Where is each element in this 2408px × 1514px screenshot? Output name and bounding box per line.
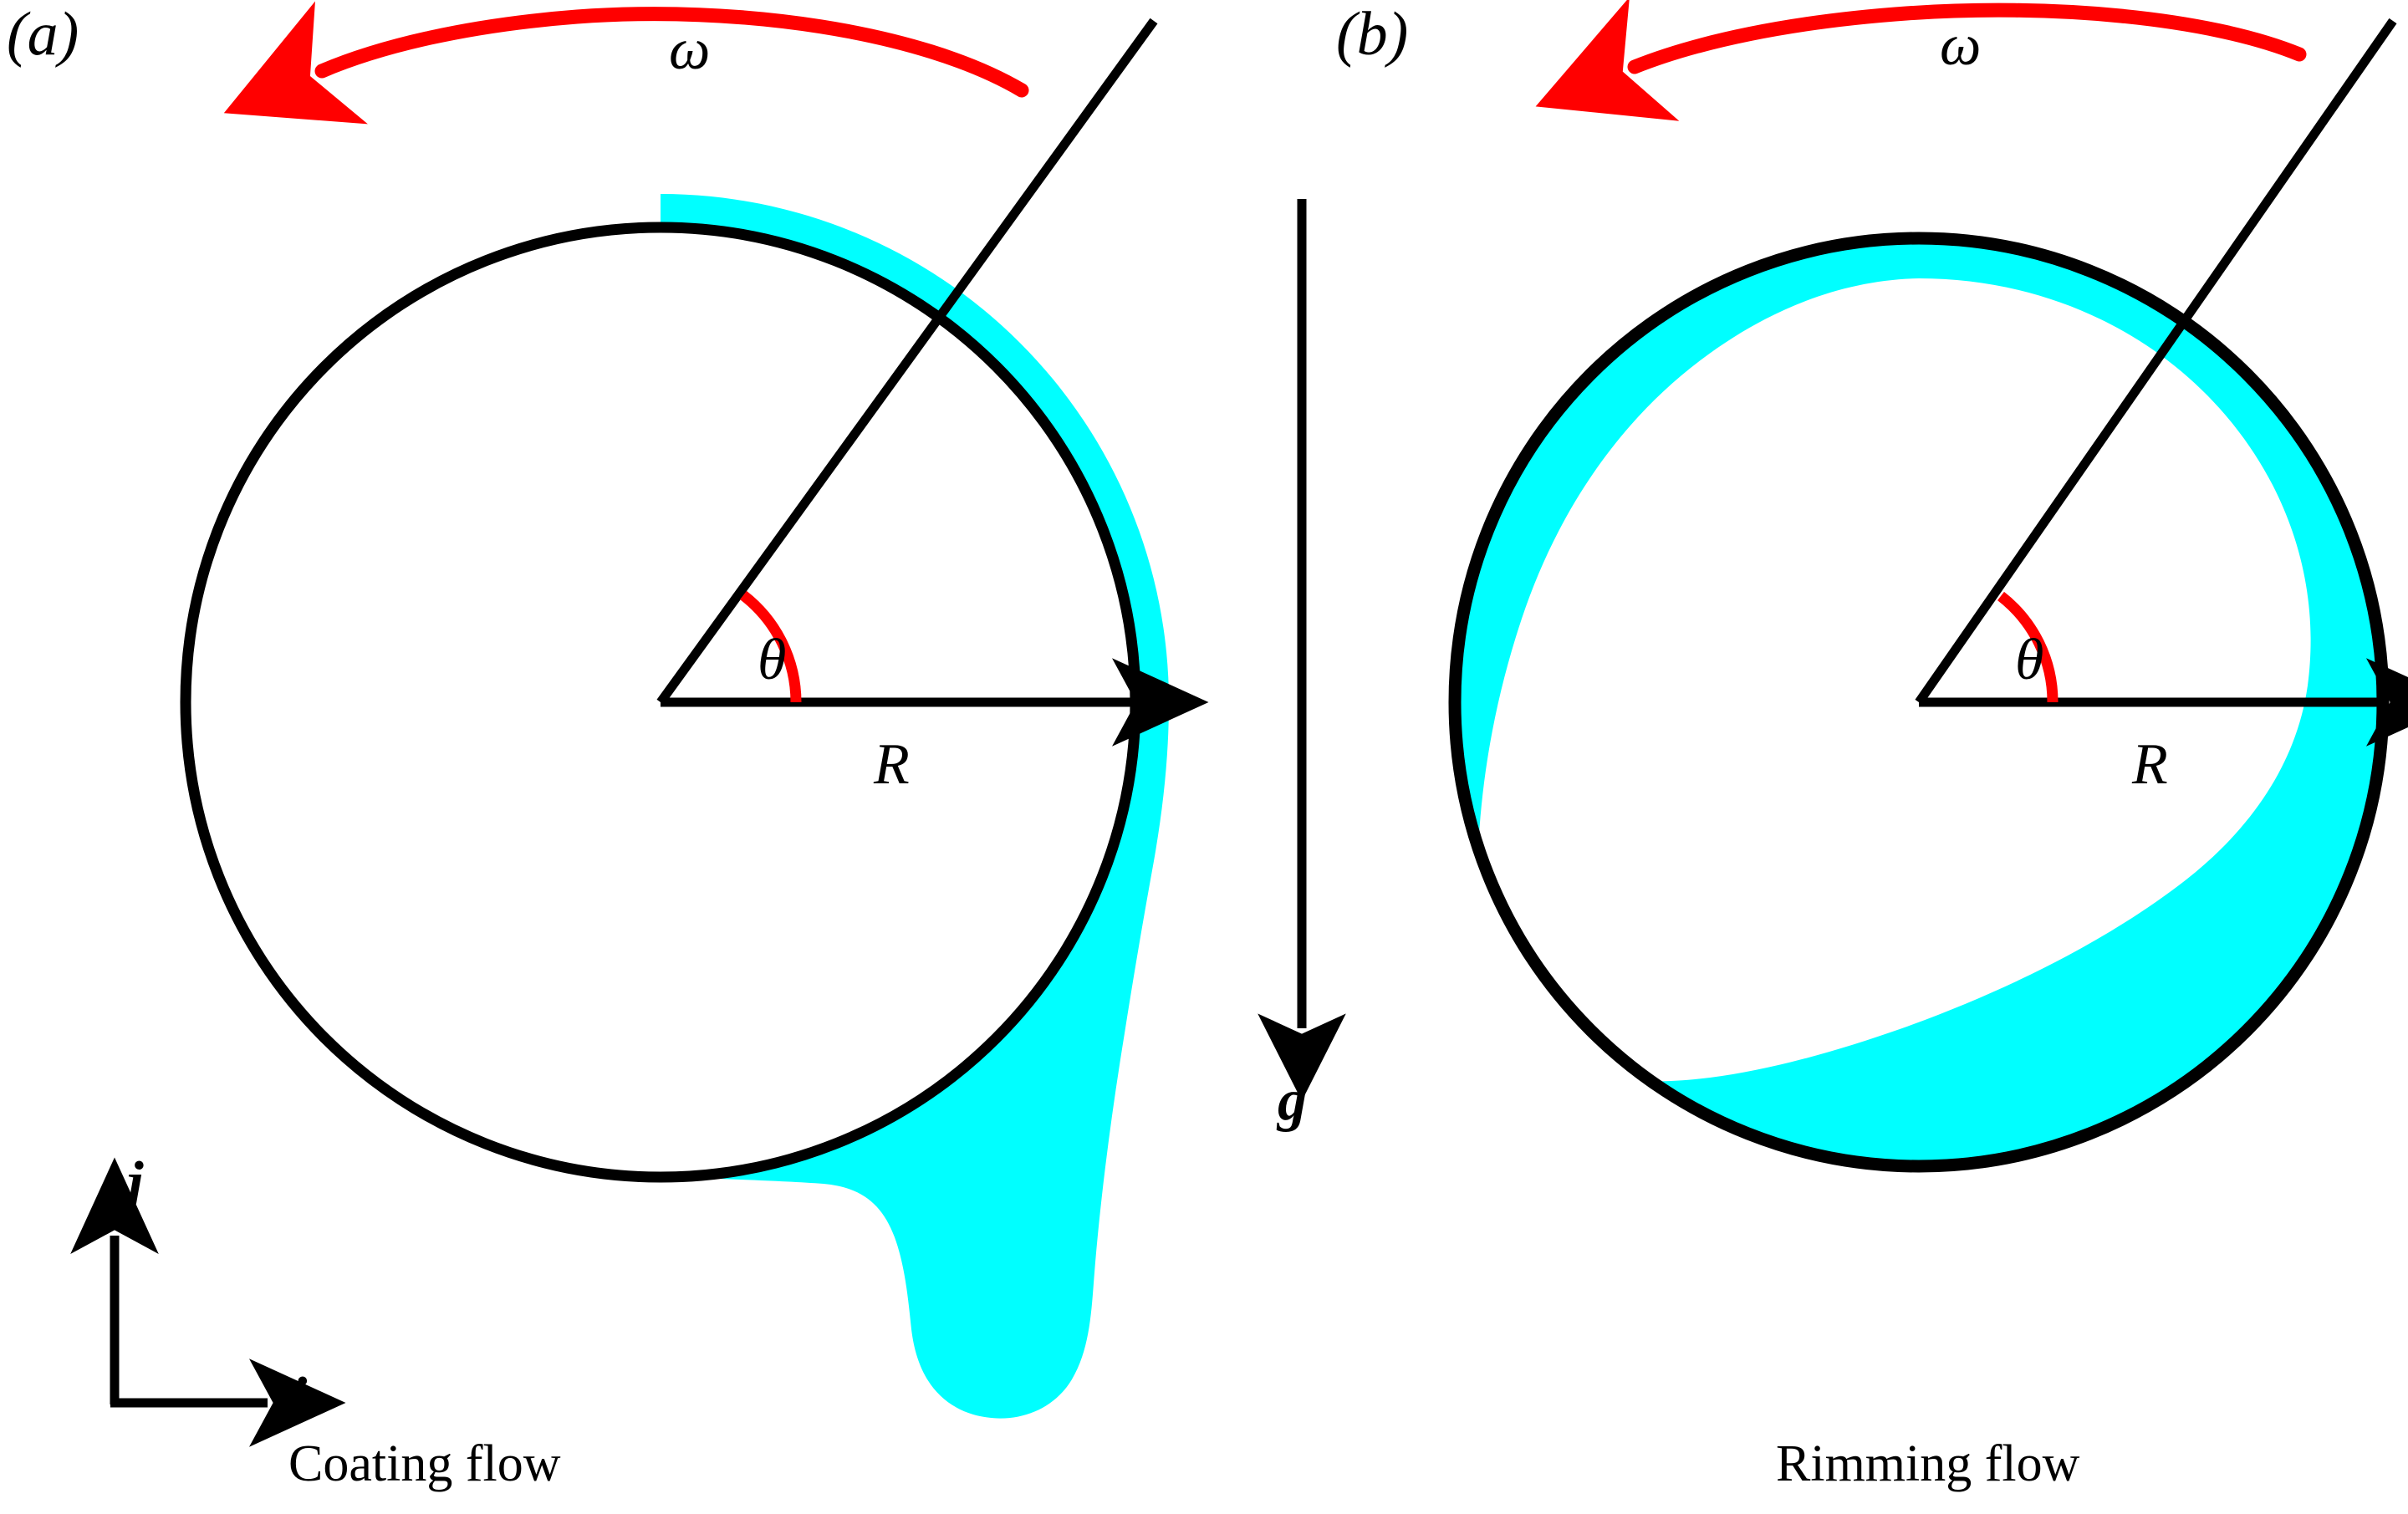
panel-b-theta-label: θ — [2015, 628, 2044, 692]
panel-b-letter: (b) — [1336, 0, 1409, 69]
panel-b-caption: Rimming flow — [1776, 1435, 2080, 1492]
rotation-arrow-a — [223, 1, 1029, 125]
theta-ray-b — [1915, 18, 2397, 706]
panel-a-omega-label: ω — [669, 18, 711, 82]
i-axis-label: i — [291, 1366, 308, 1430]
panel-a-caption: Coating flow — [288, 1435, 561, 1492]
rotation-arrow-b — [1535, 0, 2307, 121]
rimming-free-surface — [1477, 278, 2311, 1082]
basis-vectors-group — [70, 1157, 346, 1447]
panel-a-radius-label: R — [874, 732, 910, 797]
panel-a-group — [180, 1, 1209, 1419]
panel-b-radius-label: R — [2132, 732, 2168, 797]
panel-a-theta-label: θ — [758, 628, 787, 692]
j-axis-label: j — [127, 1150, 144, 1215]
theta-arc-a — [739, 590, 802, 703]
panel-b-omega-label: ω — [1940, 13, 1982, 78]
theta-arc-b — [1997, 591, 2059, 703]
panel-a-letter: (a) — [7, 0, 79, 69]
theta-ray-a — [656, 18, 1158, 706]
panel-b-group — [1448, 0, 2408, 1173]
gravity-label: g — [1278, 1068, 1307, 1133]
